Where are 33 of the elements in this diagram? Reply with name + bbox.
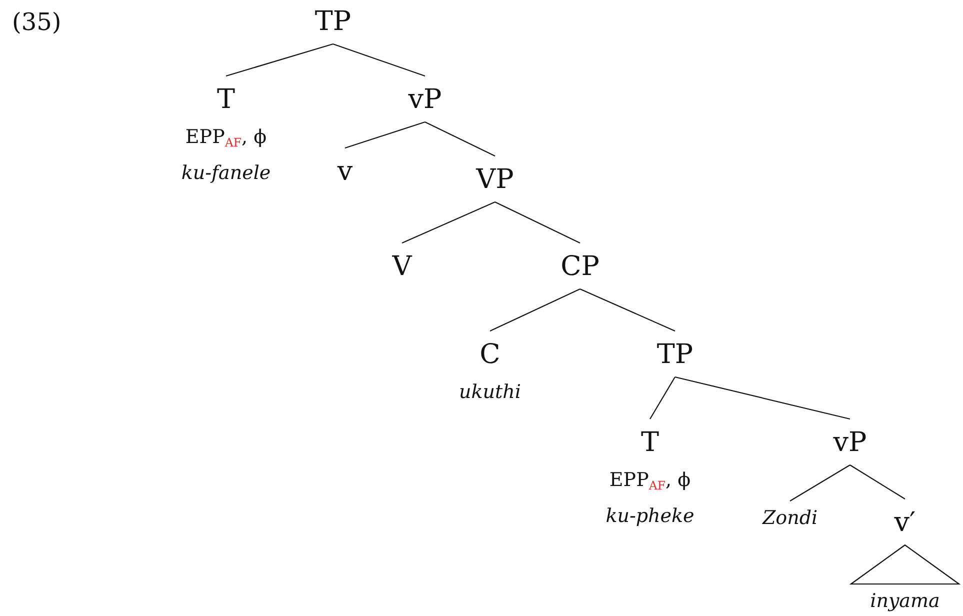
branch-line [226,43,334,77]
category-label: v′ [894,501,916,545]
category-label: C [480,338,500,372]
category-label: vP [408,78,442,122]
branch-line [402,202,496,244]
branch-line [332,43,426,77]
category-label: TP [314,0,352,44]
word-label: ukuthi [459,380,521,405]
branch-line [674,376,850,420]
category-label: T [216,83,235,117]
category-label: vP [833,421,867,465]
branch-line [790,464,850,502]
branch-line [650,376,676,420]
category-label: CP [560,245,600,289]
example-number: (35) [12,7,62,38]
branch-line [850,464,906,500]
branch-line [344,121,426,149]
branch-line [424,122,496,156]
word-label: Zondi [762,503,818,533]
category-label: v [337,150,353,194]
branch-line [490,288,580,332]
roof-triangle [849,544,961,585]
feature-label: EPP$_{AF}$, ϕ [609,468,691,495]
word-label: ku-pheke [606,504,694,529]
word-label: inyama [870,586,940,616]
feature-label: EPP$_{AF}$, ϕ [185,125,267,152]
category-label: V [392,245,412,289]
category-label: VP [476,158,514,202]
category-label: TP [656,333,694,377]
word-label: ku-fanele [181,160,271,186]
branch-line [494,202,580,244]
branch-line [580,288,676,332]
category-label: T [641,426,659,460]
